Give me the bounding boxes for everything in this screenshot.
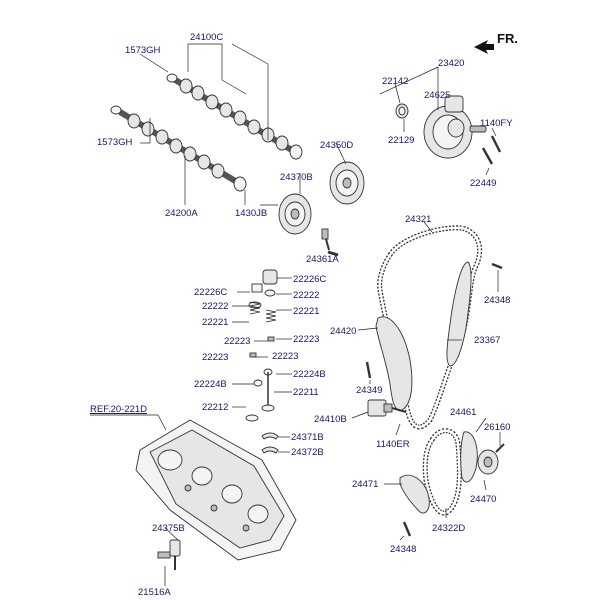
- label-1573GH-top: 1573GH: [125, 45, 161, 56]
- oil-control-valve: [423, 95, 487, 159]
- label-24375B: 24375B: [152, 523, 185, 534]
- front-direction-indicator: FR.: [474, 31, 518, 54]
- label-26160: 26160: [484, 422, 510, 433]
- bottom-bolt: [402, 521, 412, 537]
- label-24348-bottom: 24348: [390, 544, 416, 555]
- sensor-part: [157, 539, 181, 570]
- oil-pump-guide: [399, 474, 430, 514]
- chain-guide-right: [446, 261, 472, 367]
- label-24100C: 24100C: [190, 32, 223, 43]
- seal-ring: [395, 103, 409, 119]
- oil-pump-sprocket: [477, 443, 505, 475]
- label-24350D: 24350D: [320, 140, 353, 151]
- label-24625: 24625: [424, 90, 450, 101]
- label-22221-left: 22221: [202, 317, 228, 328]
- label-24420: 24420: [330, 326, 356, 337]
- label-22449: 22449: [470, 178, 496, 189]
- label-24371B: 24371B: [291, 432, 324, 443]
- label-1140FY: 1140FY: [480, 118, 513, 129]
- label-22223-b: 22223: [293, 334, 319, 345]
- oil-pump-tensioner-arm: [460, 431, 478, 483]
- label-22224B-left: 22224B: [194, 379, 227, 390]
- cam-bolt: [321, 228, 339, 257]
- label-22142: 22142: [382, 76, 408, 87]
- label-24370B: 24370B: [280, 172, 313, 183]
- label-24348-top: 24348: [484, 295, 510, 306]
- label-24321: 24321: [405, 214, 431, 225]
- front-label: FR.: [497, 31, 518, 46]
- label-22223-c-right: 22223: [272, 351, 298, 362]
- label-24470: 24470: [470, 494, 496, 505]
- oil-pump-chain: [422, 428, 462, 516]
- timing-chain: [377, 225, 482, 430]
- label-23367: 23367: [474, 335, 500, 346]
- chain-tensioner: [367, 399, 407, 417]
- exhaust-cam-sprocket: [278, 193, 312, 235]
- front-arrow-icon: [474, 40, 494, 54]
- camshaft-upper: [166, 73, 303, 160]
- camshaft-lower: [110, 105, 247, 192]
- label-22222-left: 22222: [202, 301, 228, 312]
- intake-cam-sprocket: [329, 161, 365, 205]
- chain-guide-left: [375, 316, 413, 411]
- label-22223-a: 22223: [224, 336, 250, 347]
- valve-train-parts: [245, 269, 279, 454]
- label-22226C-left: 22226C: [194, 287, 227, 298]
- label-24471: 24471: [352, 479, 378, 490]
- label-24349: 24349: [356, 385, 382, 396]
- label-24200A: 24200A: [165, 208, 198, 219]
- label-22129: 22129: [388, 135, 414, 146]
- label-22223-c-left: 22223: [202, 352, 228, 363]
- label-22222-right: 22222: [293, 290, 319, 301]
- ocv-bolts: [481, 135, 502, 165]
- label-1140ER: 1140ER: [376, 439, 410, 450]
- label-24322D: 24322D: [432, 523, 465, 534]
- label-21516A: 21516A: [138, 587, 171, 598]
- label-22212: 22212: [202, 402, 228, 413]
- ref-label: REF.20-221D: [90, 404, 147, 415]
- guide-bolt-left: [365, 361, 372, 379]
- label-22224B-right: 22224B: [293, 369, 326, 380]
- cylinder-head: [135, 419, 297, 561]
- label-24372B: 24372B: [291, 447, 324, 458]
- label-24461: 24461: [450, 407, 476, 418]
- label-22221-right: 22221: [293, 306, 319, 317]
- label-24410B: 24410B: [314, 414, 347, 425]
- label-1430JB: 1430JB: [235, 208, 267, 219]
- label-1573GH-mid: 1573GH: [97, 137, 133, 148]
- guide-bolt-upper: [491, 262, 503, 270]
- label-22226C-right: 22226C: [293, 274, 326, 285]
- label-24361A: 24361A: [306, 254, 339, 265]
- label-22211: 22211: [293, 387, 319, 398]
- label-23420: 23420: [438, 58, 464, 69]
